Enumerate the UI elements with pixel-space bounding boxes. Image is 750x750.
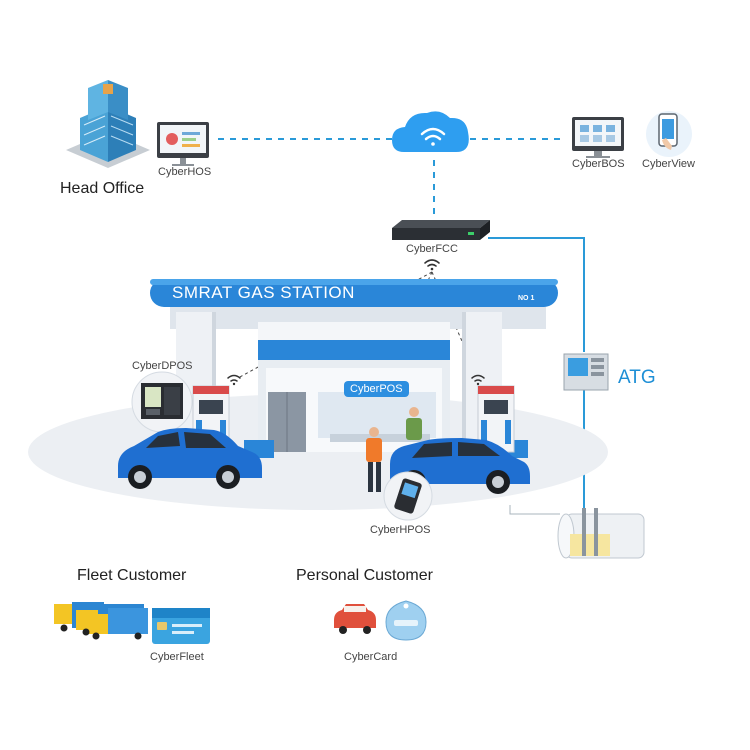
cyberview-phone-icon — [646, 111, 692, 157]
personal-car-icon — [334, 604, 376, 634]
cyberhpos-label: CyberHPOS — [370, 524, 431, 536]
atg-label: ATG — [618, 367, 656, 388]
station-sign-text: SMRAT GAS STATION — [172, 283, 355, 302]
cyberhpos-handheld-icon — [383, 471, 433, 521]
cyberfleet-card-icon — [152, 608, 210, 644]
cyberbos-monitor-icon — [572, 117, 624, 158]
head-office-building-icon — [66, 80, 150, 168]
link-station-tank — [509, 505, 560, 515]
cyberhos-monitor-icon — [157, 122, 209, 166]
cyberfleet-label: CyberFleet — [150, 651, 204, 663]
blue-car-left — [118, 428, 262, 489]
cyberdpos-terminal-icon — [131, 371, 193, 433]
personal-customer-label: Personal Customer — [296, 567, 433, 584]
cybercard-label: CyberCard — [344, 651, 398, 663]
pump-wifi-left-icon — [227, 374, 241, 386]
fcc-wifi-icon — [424, 259, 440, 271]
attendant-person — [366, 427, 382, 492]
wifi-icon — [420, 127, 446, 146]
fleet-trucks-icon — [54, 602, 148, 640]
cashier-person — [406, 407, 422, 440]
cyberfcc-device-icon — [392, 220, 490, 240]
cloud-icon — [392, 111, 469, 152]
cyberview-label: CyberView — [642, 158, 695, 170]
cyberhos-label: CyberHOS — [158, 166, 212, 178]
cybercard-tag-icon — [385, 600, 427, 641]
cyberfcc-label: CyberFCC — [406, 243, 458, 255]
head-office-label: Head Office — [60, 180, 145, 197]
atg-device-icon — [563, 353, 609, 391]
cyberbos-label: CyberBOS — [572, 158, 625, 170]
pump-wifi-right-icon — [471, 374, 485, 386]
fuel-tank-icon — [557, 508, 645, 559]
cyberdpos-label: CyberDPOS — [132, 360, 193, 372]
station-canopy-sign: SMRAT GAS STATION NO 1 — [150, 279, 558, 307]
station-number-text: NO 1 — [518, 295, 534, 302]
fleet-customer-label: Fleet Customer — [77, 567, 187, 584]
link-fcc-atg — [488, 237, 585, 352]
cyberpos-label: CyberPOS — [344, 381, 409, 397]
